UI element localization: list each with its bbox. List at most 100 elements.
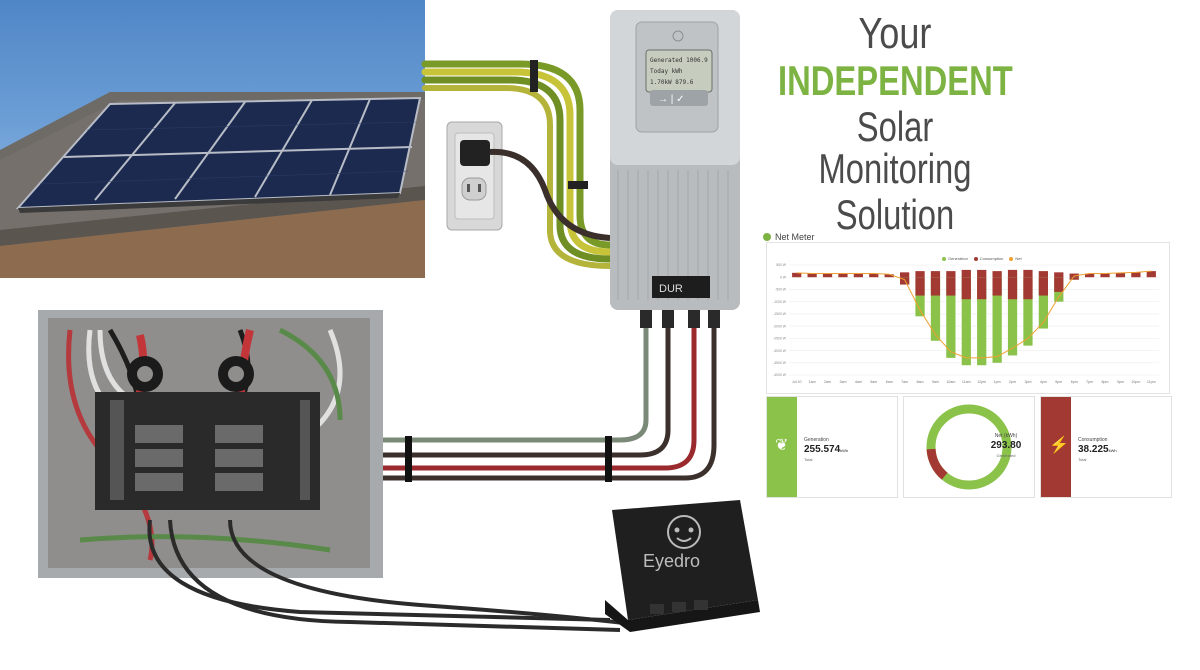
lightning-icon: ⚡ (1049, 437, 1069, 454)
consumption-bar (1100, 273, 1110, 278)
consumption-card[interactable]: ⚡ Consumption 38.225kWh Total (1040, 396, 1172, 498)
legend-generation: Generation (942, 256, 968, 261)
net-meter-dashboard: Net Meter Generation Consumption Net Jul… (763, 232, 1172, 500)
generation-value: 255.574 (804, 444, 841, 455)
net-value: 293.80 (990, 440, 1022, 451)
device-brand-label: DUR (659, 283, 683, 295)
consumption-sub: Total (1078, 457, 1087, 462)
electrical-panel (38, 310, 383, 578)
x-tick-label: 6am (886, 380, 893, 384)
x-tick-label: 5pm (1055, 380, 1062, 384)
consumption-bar (822, 273, 833, 278)
consumption-overlay-bar (946, 277, 956, 296)
x-tick-label: 2pm (1009, 380, 1016, 384)
y-tick-label: -3000 W (773, 349, 787, 353)
device-screen-line-2: Today kWh (650, 68, 683, 75)
inverter-device: Generated 1006.9 Today kWh 1.70kW 879.6 … (610, 10, 740, 328)
x-tick-label: 2am (824, 380, 831, 384)
wall-outlet (446, 121, 503, 231)
consumption-bar (792, 272, 802, 278)
headline-line-1: Your (858, 9, 932, 58)
consumption-bar (853, 273, 863, 278)
generation-sub: Total (804, 457, 813, 462)
x-tick-label: 11pm (1147, 380, 1156, 384)
consumption-bar (1023, 269, 1033, 278)
consumption-bar (869, 273, 879, 278)
x-tick-label: 11am (962, 380, 971, 384)
consumption-overlay-bar (961, 277, 971, 300)
generation-card[interactable]: ❦ Generation 255.574kWh Total (766, 396, 898, 498)
net-donut-chart (926, 404, 1012, 490)
y-tick-label: -1000 W (773, 300, 787, 304)
x-tick-label: 3pm (1024, 380, 1031, 384)
legend-net: Net (1009, 256, 1022, 261)
svg-text:→ | ✓: → | ✓ (658, 94, 685, 105)
generation-value-wrap: 255.574kWh (804, 444, 848, 455)
generation-bar (1038, 277, 1048, 329)
consumption-overlay-bar (1069, 277, 1079, 280)
consumption-bar (884, 274, 894, 278)
rooftop-solar-photo (0, 0, 425, 278)
net-label: Net (kWh) (994, 433, 1018, 439)
generation-bar (930, 277, 941, 341)
generation-bar (1007, 277, 1018, 356)
x-tick-label: 10pm (1131, 380, 1140, 384)
consumption-bar (1115, 272, 1126, 278)
generation-bar (915, 277, 925, 317)
device-screen-line-3: 1.70kW 879.6 (650, 79, 694, 86)
consumption-bar (1054, 272, 1064, 278)
x-tick-label: 1pm (994, 380, 1001, 384)
device-screen-line-1: Generated 1006.9 (650, 57, 708, 64)
consumption-bar (1146, 271, 1156, 278)
consumption-bar (900, 272, 910, 278)
chart-legend: Generation Consumption Net (942, 256, 1022, 261)
y-tick-label: -2000 W (773, 324, 787, 328)
legend-consumption: Consumption (973, 256, 1003, 261)
consumption-bar (915, 271, 925, 278)
consumption-bar (992, 271, 1002, 278)
generation-band: ❦ (767, 397, 797, 497)
x-tick-label: 4am (855, 380, 862, 384)
consumption-overlay-bar (992, 277, 1002, 296)
consumption-overlay-bar (915, 277, 925, 296)
x-tick-label: 8pm (1102, 380, 1109, 384)
y-tick-label: 500 W (776, 263, 787, 267)
consumption-bar (1007, 269, 1018, 278)
consumption-overlay-bar (1023, 277, 1033, 300)
x-tick-label: 4pm (1040, 380, 1047, 384)
generation-bar (1023, 277, 1033, 346)
y-tick-label: -4000 W (773, 373, 787, 377)
eyedro-brand-label: Eyedro (643, 551, 700, 571)
x-tick-label: 9am (932, 380, 939, 384)
consumption-bar (1085, 273, 1095, 278)
consumption-overlay-bar (1007, 277, 1018, 300)
net-card[interactable]: Net (kWh) 293.80 Generated (903, 396, 1035, 498)
generation-bar (992, 277, 1002, 363)
headline-line-2: INDEPENDENT (778, 57, 1013, 104)
consumption-overlay-bar (1038, 277, 1048, 296)
x-tick-label: 5am (870, 380, 877, 384)
consumption-bar (1038, 271, 1048, 278)
net-sub: Generated (996, 453, 1016, 458)
consumption-overlay-bar (930, 277, 941, 296)
consumption-band: ⚡ (1041, 397, 1071, 497)
generation-label: Generation (804, 437, 829, 443)
dashboard-title-text: Net Meter (775, 232, 815, 242)
dashboard-title: Net Meter (763, 232, 815, 242)
y-tick-label: 0 W (780, 275, 787, 279)
x-tick-label: 6pm (1071, 380, 1078, 384)
consumption-bar (838, 273, 848, 278)
consumption-bar (807, 273, 817, 278)
x-tick-label: Jul 10 (792, 380, 802, 384)
generation-bar (977, 277, 987, 366)
consumption-value: 38.225 (1078, 444, 1109, 455)
generation-bar (961, 277, 971, 366)
consumption-label: Consumption (1078, 437, 1108, 443)
y-tick-label: -1500 W (773, 312, 787, 316)
y-tick-label: -3500 W (773, 361, 787, 365)
x-tick-label: 7am (901, 380, 908, 384)
eyedro-monitor: Eyedro (605, 500, 760, 632)
consumption-bar (930, 271, 941, 278)
